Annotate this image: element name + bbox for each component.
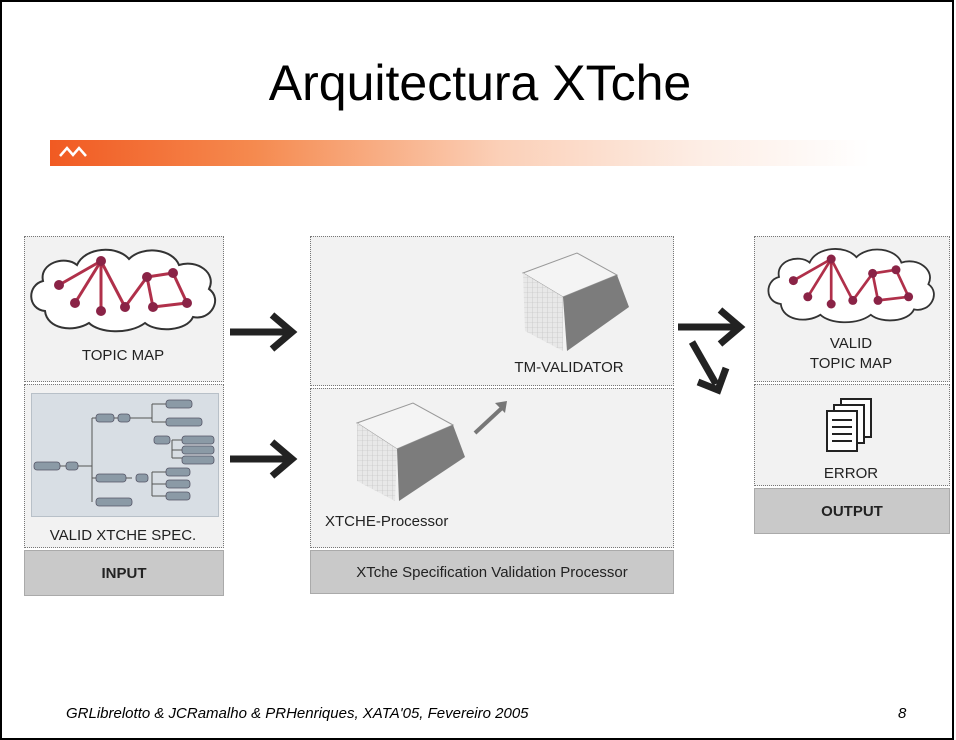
xml-tree-icon: [33, 399, 215, 507]
xml-tree-diagram: [31, 393, 219, 517]
arrow-right-icon: [678, 307, 746, 347]
xtche-processor-label: XTCHE-Processor: [325, 513, 449, 530]
topic-map-cloud-icon: [767, 248, 935, 324]
topic-map-label: TOPIC MAP: [81, 347, 165, 364]
slide-title: Arquitectura XTche: [268, 55, 692, 111]
cube-icon: [355, 402, 465, 501]
footer-credits: GRLibrelotto & JCRamalho & PRHenriques, …: [66, 705, 529, 722]
spec-label: VALID XTCHE SPEC.: [49, 527, 197, 544]
input-label-box: INPUT: [24, 550, 224, 596]
tm-validator-label: TM-VALIDATOR: [514, 359, 624, 376]
page-number: 8: [898, 705, 907, 722]
valid-label-line2: TOPIC MAP: [809, 355, 893, 372]
cube-icon: [521, 252, 629, 351]
error-label: ERROR: [823, 465, 879, 482]
arrow-right-icon: [230, 312, 298, 352]
valid-label-line1: VALID: [829, 335, 873, 352]
topic-map-input-panel: TOPIC MAP: [24, 236, 224, 382]
valid-topic-map-panel: VALID TOPIC MAP: [754, 236, 950, 382]
output-label-box: OUTPUT: [754, 488, 950, 534]
xtche-spec-panel: VALID XTCHE SPEC.: [24, 384, 224, 548]
accent-bar: [50, 140, 870, 166]
validator-panel: TM-VALIDATOR: [310, 236, 674, 386]
topic-map-cloud-icon: [30, 248, 216, 333]
arrow-right-icon: [230, 439, 298, 479]
processor-label-box: XTche Specification Validation Processor: [310, 550, 674, 594]
xtche-processor-panel: XTCHE-Processor: [310, 388, 674, 548]
error-panel: ERROR: [754, 384, 950, 486]
arrow-up-right-icon: [473, 401, 507, 435]
input-section-label: INPUT: [101, 564, 147, 582]
documents-icon: [826, 398, 872, 452]
processor-section-label: XTche Specification Validation Processor: [356, 563, 628, 581]
arrow-down-right-icon: [688, 340, 730, 395]
logo-icon: [59, 146, 87, 157]
output-section-label: OUTPUT: [821, 502, 883, 520]
